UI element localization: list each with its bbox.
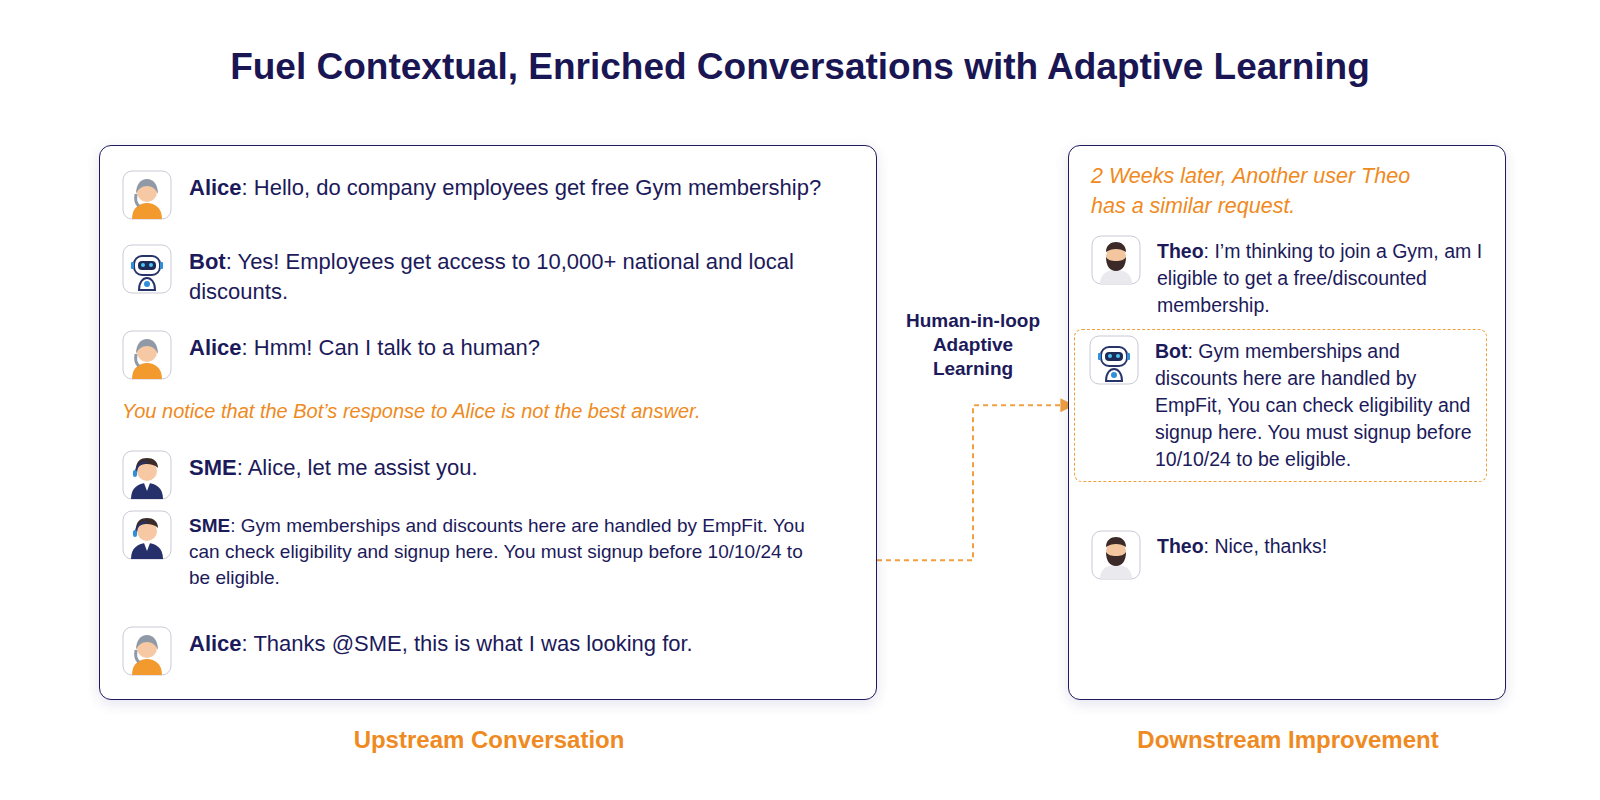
- speaker-name: SME: [189, 515, 230, 536]
- user-avatar: [122, 330, 172, 380]
- panel-caption: Downstream Improvement: [1069, 723, 1507, 756]
- chat-message: Alice: Thanks @SME, this is what I was l…: [189, 629, 859, 659]
- conversation-panel: 2 Weeks later, Another user Theo has a s…: [1068, 145, 1506, 700]
- chat-message: Theo: Nice, thanks!: [1157, 533, 1487, 560]
- conversation-panel: Alice: Hello, do company employees get f…: [99, 145, 877, 700]
- user-avatar: [122, 626, 172, 676]
- chat-message: Alice: Hello, do company employees get f…: [189, 173, 859, 203]
- improved-answer-box: Bot: Gym memberships and discounts here …: [1074, 329, 1487, 482]
- narration-note: 2 Weeks later, Another user Theo has a s…: [1091, 162, 1411, 221]
- speaker-name: Alice: [189, 175, 242, 200]
- diagram-title: Fuel Contextual, Enriched Conversations …: [0, 46, 1600, 88]
- speaker-name: Alice: [189, 631, 242, 656]
- user-avatar: [1091, 235, 1141, 285]
- chat-message: Alice: Hmm! Can I talk to a human?: [189, 333, 859, 363]
- connector-label: Human-in-loop Adaptive Learning: [898, 309, 1048, 381]
- user-avatar: [122, 244, 172, 294]
- speaker-name: Bot: [189, 249, 226, 274]
- user-avatar: [1091, 530, 1141, 580]
- panel-caption: Upstream Conversation: [100, 723, 878, 756]
- speaker-name: SME: [189, 455, 237, 480]
- user-avatar: [1089, 335, 1139, 385]
- feedback-connector: [877, 405, 1073, 560]
- speaker-name: Bot: [1155, 340, 1188, 362]
- chat-message: Theo: I’m thinking to join a Gym, am I e…: [1157, 238, 1487, 319]
- user-avatar: [122, 170, 172, 220]
- user-avatar: [122, 510, 172, 560]
- chat-message: SME: Alice, let me assist you.: [189, 453, 859, 483]
- speaker-name: Theo: [1157, 535, 1204, 557]
- narration-note: You notice that the Bot’s response to Al…: [122, 398, 842, 426]
- chat-message: SME: Gym memberships and discounts here …: [189, 513, 829, 592]
- speaker-name: Alice: [189, 335, 242, 360]
- chat-message: Bot: Gym memberships and discounts here …: [1155, 338, 1477, 473]
- chat-message: Bot: Yes! Employees get access to 10,000…: [189, 247, 859, 308]
- speaker-name: Theo: [1157, 240, 1204, 262]
- user-avatar: [122, 450, 172, 500]
